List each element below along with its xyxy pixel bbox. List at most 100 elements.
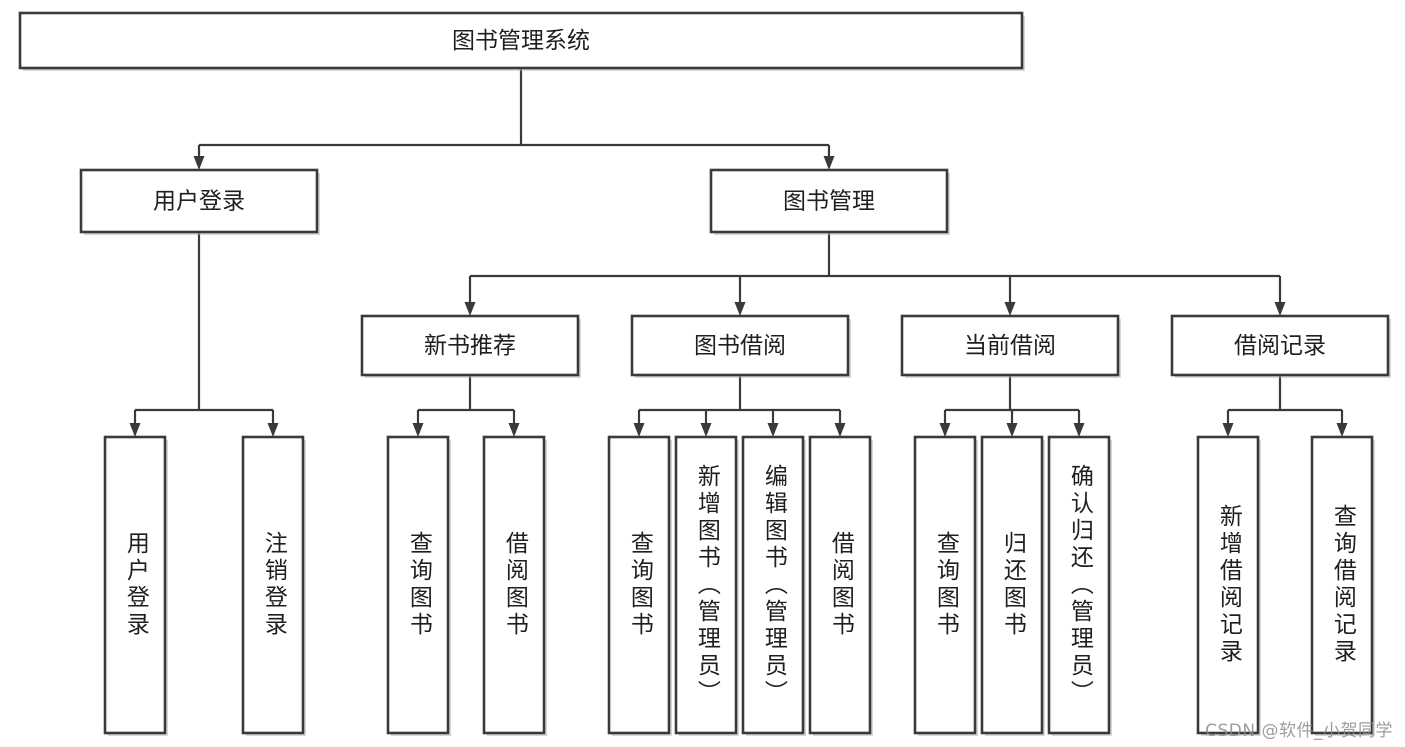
node-rect[interactable] bbox=[913, 435, 977, 735]
node-label: 借阅记录 bbox=[1234, 333, 1326, 359]
node-rect[interactable] bbox=[1170, 314, 1390, 377]
node-label-wrap: 借阅图书 bbox=[501, 531, 528, 639]
node-rect[interactable] bbox=[709, 168, 949, 234]
node-label: 归还图书 bbox=[999, 531, 1026, 639]
node-label: 用户登录 bbox=[122, 531, 149, 639]
edge-group-book-management bbox=[464, 232, 1286, 316]
node-user-login[interactable]: 用户登录 bbox=[79, 168, 320, 235]
node-label-wrap: 借阅图书 bbox=[827, 531, 854, 639]
arrow-head-icon bbox=[939, 423, 951, 437]
node-label: 当前借阅 bbox=[964, 333, 1056, 359]
node-label: 查询图书 bbox=[626, 531, 653, 639]
node-rect[interactable] bbox=[386, 435, 450, 735]
node-rect[interactable] bbox=[808, 435, 872, 735]
node-label-wrap: 用户登录 bbox=[122, 531, 149, 639]
node-label: 借阅图书 bbox=[501, 531, 528, 639]
node-label-wrap: 新增图书（管理员） bbox=[693, 464, 719, 707]
arrow-head-icon bbox=[508, 423, 520, 437]
node-rect[interactable] bbox=[1310, 435, 1374, 735]
node-leaf-edit-book-admin[interactable]: 编辑图书（管理员） bbox=[741, 435, 806, 736]
node-rect[interactable] bbox=[241, 435, 305, 735]
node-label: 借阅图书 bbox=[827, 531, 854, 639]
node-leaf-query-record[interactable]: 查询借阅记录 bbox=[1310, 435, 1375, 736]
node-leaf-query-book[interactable]: 查询图书 bbox=[607, 435, 672, 736]
node-rect[interactable] bbox=[1196, 435, 1260, 735]
node-leaf-borrow-book[interactable]: 借阅图书 bbox=[808, 435, 873, 736]
edge-group-borrow-record bbox=[1222, 375, 1348, 437]
arrow-head-icon bbox=[1006, 423, 1018, 437]
node-current-borrow[interactable]: 当前借阅 bbox=[900, 314, 1121, 378]
node-label: 确认归还（管理员） bbox=[1066, 463, 1093, 707]
arrow-head-icon bbox=[700, 423, 712, 437]
node-rect[interactable] bbox=[360, 314, 580, 377]
node-rect[interactable] bbox=[674, 435, 738, 735]
arrow-head-icon bbox=[464, 302, 476, 316]
node-rect[interactable] bbox=[103, 435, 167, 735]
arrow-head-icon bbox=[267, 423, 279, 437]
watermark-label: CSDN @软件_小贺同学 bbox=[1205, 721, 1393, 741]
arrow-head-icon bbox=[1004, 302, 1016, 316]
edge-group-user-login bbox=[129, 232, 279, 437]
node-leaf-user-logout[interactable]: 注销登录 bbox=[241, 435, 306, 736]
edge-group-root bbox=[193, 68, 835, 170]
node-rect[interactable] bbox=[900, 314, 1120, 377]
node-leaf-query-book-new[interactable]: 查询图书 bbox=[386, 435, 451, 736]
node-label: 查询借阅记录 bbox=[1329, 504, 1356, 666]
node-label-wrap: 查询图书 bbox=[405, 531, 432, 639]
edge-group-new-book-recommend bbox=[412, 375, 520, 437]
node-label: 新增借阅记录 bbox=[1215, 504, 1242, 666]
node-label: 编辑图书（管理员） bbox=[760, 463, 787, 707]
node-borrow-record[interactable]: 借阅记录 bbox=[1170, 314, 1391, 378]
node-label: 图书借阅 bbox=[694, 333, 786, 359]
arrow-head-icon bbox=[1073, 423, 1085, 437]
node-rect[interactable] bbox=[1047, 435, 1111, 735]
node-root[interactable]: 图书管理系统 bbox=[18, 11, 1025, 71]
node-leaf-add-record[interactable]: 新增借阅记录 bbox=[1196, 435, 1261, 736]
node-rect[interactable] bbox=[79, 168, 319, 234]
node-rect[interactable] bbox=[482, 435, 546, 735]
arrow-head-icon bbox=[1274, 302, 1286, 316]
node-book-management[interactable]: 图书管理 bbox=[709, 168, 950, 235]
node-book-borrow[interactable]: 图书借阅 bbox=[630, 314, 851, 378]
node-leaf-confirm-return[interactable]: 确认归还（管理员） bbox=[1047, 435, 1112, 736]
node-label-wrap: 归还图书 bbox=[999, 531, 1026, 639]
node-new-book-recommend[interactable]: 新书推荐 bbox=[360, 314, 581, 378]
node-leaf-add-book-admin[interactable]: 新增图书（管理员） bbox=[674, 435, 739, 736]
node-leaf-query-book-cur[interactable]: 查询图书 bbox=[913, 435, 978, 736]
arrow-head-icon bbox=[1222, 423, 1234, 437]
node-label: 新书推荐 bbox=[424, 333, 516, 359]
arrow-head-icon bbox=[823, 156, 835, 170]
node-rect[interactable] bbox=[980, 435, 1044, 735]
node-label: 图书管理系统 bbox=[452, 28, 590, 54]
node-rect[interactable] bbox=[18, 11, 1024, 70]
node-label-wrap: 新增借阅记录 bbox=[1215, 504, 1242, 666]
node-label: 注销登录 bbox=[260, 531, 287, 639]
arrow-head-icon bbox=[767, 423, 779, 437]
arrow-head-icon bbox=[129, 423, 141, 437]
arrow-head-icon bbox=[193, 156, 205, 170]
node-label: 图书管理 bbox=[783, 189, 875, 215]
node-label: 查询图书 bbox=[932, 531, 959, 639]
node-rect[interactable] bbox=[741, 435, 805, 735]
node-rect[interactable] bbox=[607, 435, 671, 735]
node-label-wrap: 注销登录 bbox=[260, 531, 287, 639]
node-rect[interactable] bbox=[630, 314, 850, 377]
arrow-head-icon bbox=[834, 423, 846, 437]
node-label: 查询图书 bbox=[405, 531, 432, 639]
connector-layer bbox=[129, 68, 1348, 437]
arrow-head-icon bbox=[1336, 423, 1348, 437]
node-layer: 图书管理系统用户登录图书管理新书推荐图书借阅当前借阅借阅记录用户登录注销登录查询… bbox=[18, 11, 1391, 736]
arrow-head-icon bbox=[633, 423, 645, 437]
node-leaf-return-book[interactable]: 归还图书 bbox=[980, 435, 1045, 736]
edge-group-book-borrow bbox=[633, 375, 846, 437]
node-label-wrap: 编辑图书（管理员） bbox=[760, 463, 787, 707]
node-label-wrap: 查询图书 bbox=[626, 531, 653, 639]
arrow-head-icon bbox=[734, 302, 746, 316]
node-leaf-user-login[interactable]: 用户登录 bbox=[103, 435, 168, 736]
arrow-head-icon bbox=[412, 423, 424, 437]
node-leaf-borrow-book-new[interactable]: 借阅图书 bbox=[482, 435, 547, 736]
edge-group-current-borrow bbox=[939, 375, 1085, 437]
node-label: 用户登录 bbox=[153, 189, 245, 215]
